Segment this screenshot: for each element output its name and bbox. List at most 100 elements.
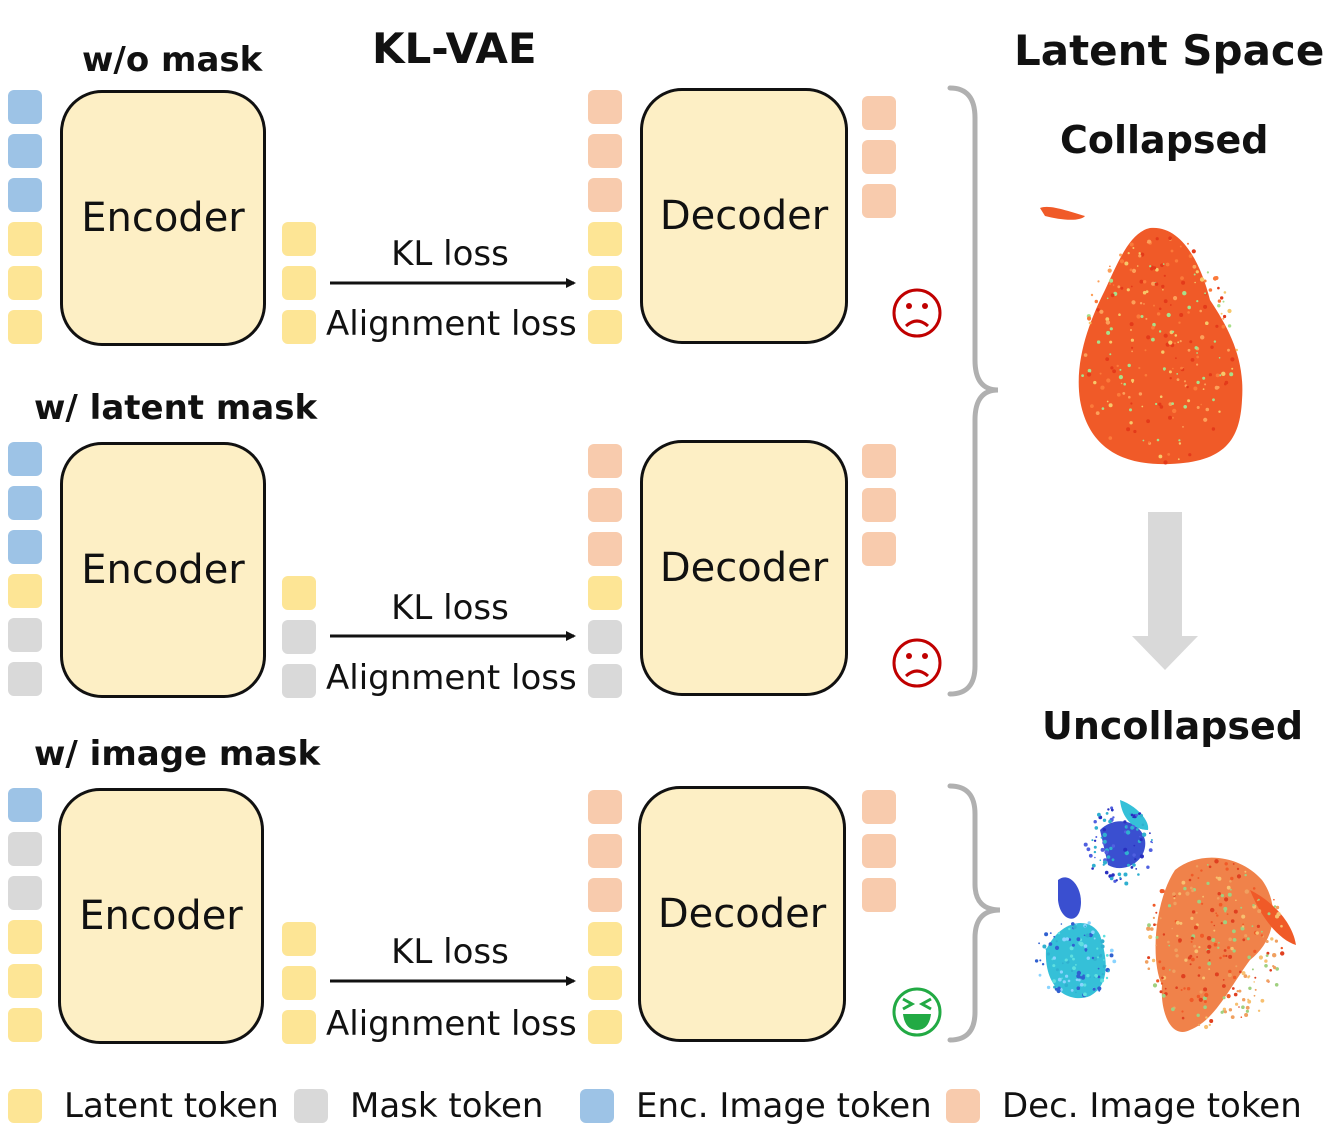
scatter-dot — [1156, 312, 1161, 316]
scatter-dot — [1100, 847, 1105, 852]
scatter-dot — [1150, 839, 1153, 841]
scatter-dot — [1109, 327, 1113, 331]
scatter-dot — [1215, 373, 1220, 378]
scatter-dot — [1238, 989, 1242, 993]
scatter-dot — [1083, 842, 1088, 847]
scatter-dot — [1094, 299, 1099, 304]
scatter-dot — [1107, 268, 1112, 273]
scatter-dot — [1174, 334, 1178, 337]
scatter-dot — [1096, 340, 1101, 344]
sad-face-icon — [892, 638, 942, 688]
scatter-dot — [1132, 863, 1136, 867]
scatter-dot — [1067, 979, 1071, 983]
scatter-dot — [1173, 897, 1176, 900]
scatter-dot — [1075, 964, 1077, 966]
scatter-dot — [1167, 940, 1170, 944]
latent-token — [588, 966, 622, 1000]
scatter-dot — [1189, 954, 1193, 958]
scatter-dot — [1178, 321, 1181, 324]
scatter-dot — [1086, 956, 1091, 960]
scatter-dot — [1119, 253, 1123, 257]
scatter-dot — [1163, 299, 1168, 304]
scatter-dot — [1144, 349, 1147, 352]
scatter-dot — [1166, 312, 1171, 318]
scatter-dot — [1217, 946, 1220, 949]
scatter-dot — [1261, 930, 1263, 933]
scatter-dot — [1091, 867, 1094, 870]
scatter-dot — [1232, 975, 1237, 980]
scatter-dot — [1183, 380, 1187, 383]
scatter-dot — [1061, 962, 1064, 965]
scatter-dot — [1217, 304, 1221, 308]
scatter-dot — [1110, 293, 1115, 298]
scatter-dot — [1227, 324, 1232, 328]
scatter-dot — [1059, 970, 1063, 974]
scatter-dot — [1223, 291, 1227, 294]
scatter-dot — [1221, 371, 1226, 376]
latent-token — [8, 574, 42, 608]
scatter-dot — [1102, 860, 1108, 865]
scatter-dot — [1193, 273, 1196, 276]
scatter-dot — [1217, 299, 1222, 303]
scatter-dot — [1253, 949, 1257, 954]
scatter-dot — [1086, 847, 1091, 852]
scatter-dot — [1193, 386, 1198, 391]
scatter-dot — [1105, 976, 1109, 980]
scatter-dot — [1204, 992, 1209, 998]
scatter-dot — [1146, 335, 1151, 340]
scatter-dot — [1150, 840, 1153, 843]
scatter-dot — [1195, 865, 1199, 868]
scatter-dot — [1110, 808, 1114, 812]
scatter-dot — [1149, 832, 1151, 835]
scatter-dot — [1097, 975, 1101, 979]
scatter-dot — [1179, 921, 1183, 925]
scatter-dot — [1159, 889, 1164, 894]
scatter-dot — [1070, 989, 1074, 992]
scatter-dot — [1218, 902, 1223, 907]
scatter-dot — [1208, 865, 1212, 869]
scatter-dot — [1230, 946, 1234, 951]
scatter-dot — [1177, 341, 1180, 344]
scatter-dot — [1139, 838, 1143, 842]
scatter-dot — [1137, 812, 1140, 815]
alignment-loss-label: Alignment loss — [326, 304, 577, 344]
scatter-dot — [1196, 406, 1200, 409]
scatter-dot — [1197, 899, 1201, 904]
scatter-dot — [1146, 419, 1150, 424]
scatter-dot — [1207, 944, 1212, 949]
scatter-dot — [1138, 252, 1141, 255]
scatter-dot — [1222, 317, 1225, 320]
scatter-dot — [1187, 242, 1189, 245]
scatter-dot — [1199, 990, 1203, 994]
scatter-dot — [1213, 340, 1217, 343]
scatter-dot — [1212, 398, 1215, 402]
scatter-dot — [1222, 979, 1225, 981]
scatter-dot — [1265, 940, 1269, 943]
scatter-dot — [1174, 948, 1178, 952]
scatter-dot — [1119, 368, 1122, 371]
scatter-dot — [1086, 973, 1090, 978]
scatter-dot — [1251, 968, 1254, 971]
scatter-dot — [1148, 934, 1153, 940]
scatter-dot — [1129, 322, 1134, 327]
scatter-dot — [1062, 937, 1067, 942]
row-label-image-mask: w/ image mask — [34, 734, 321, 774]
scatter-dot — [1117, 872, 1122, 877]
scatter-dot — [1070, 969, 1074, 973]
scatter-dot — [1178, 442, 1182, 445]
scatter-dot — [1205, 407, 1210, 412]
scatter-dot — [1088, 933, 1093, 938]
scatter-dot — [1190, 916, 1194, 921]
latent-token — [8, 266, 42, 300]
scatter-dot — [1236, 867, 1240, 871]
scatter-dot — [1079, 982, 1084, 987]
scatter-dot — [1161, 284, 1165, 289]
scatter-dot — [1179, 340, 1182, 343]
scatter-dot — [1095, 836, 1098, 838]
scatter-dot — [1197, 974, 1201, 977]
scatter-dot — [1239, 970, 1242, 974]
scatter-dot — [1241, 971, 1246, 976]
scatter-dot — [1130, 285, 1133, 288]
scatter-dot — [1152, 916, 1155, 920]
scatter-dot — [1274, 939, 1278, 943]
